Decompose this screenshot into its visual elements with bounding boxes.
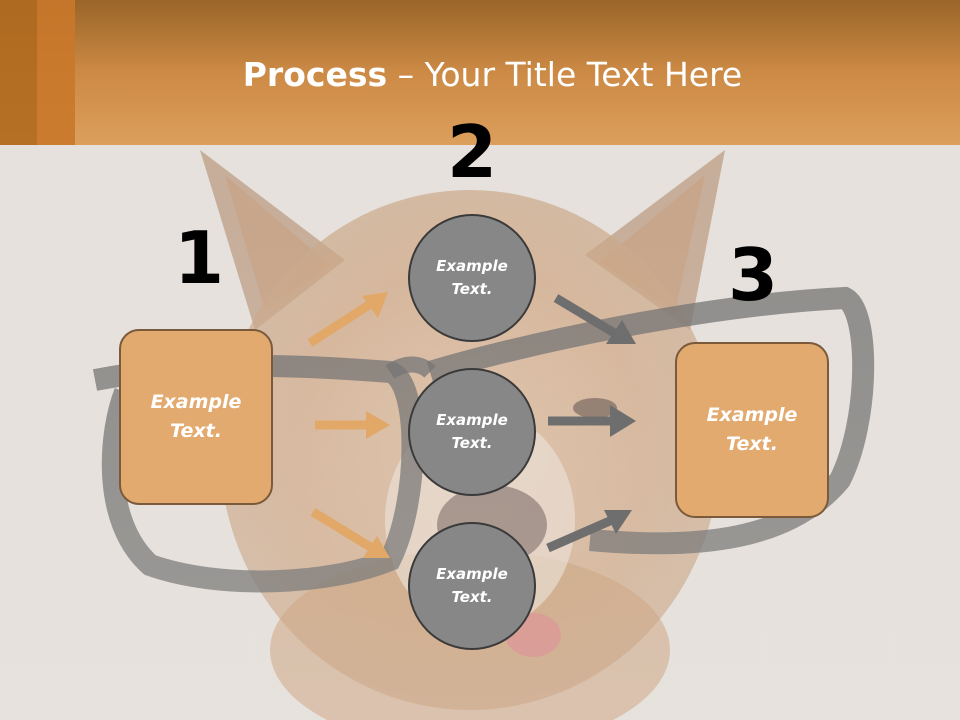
gray-arrow-up xyxy=(546,510,632,553)
orange-arrow-right xyxy=(315,411,390,439)
title-rest: – Your Title Text Here xyxy=(387,55,743,94)
step-3-text: Example Text. xyxy=(706,404,798,455)
step-1-text: Example Text. xyxy=(150,391,242,442)
step-2-text-middle: Example Text. xyxy=(436,411,508,452)
step-2-text-bottom: Example Text. xyxy=(436,565,508,606)
step-2-circle-bottom: Example Text. xyxy=(408,522,536,650)
slide-title: Process – Your Title Text Here xyxy=(0,55,960,95)
step-3-box: Example Text. xyxy=(675,342,829,518)
step-2-circle-middle: Example Text. xyxy=(408,368,536,496)
step-number-1: 1 xyxy=(173,216,225,300)
gray-arrow-right xyxy=(548,405,636,437)
step-1-box: Example Text. xyxy=(119,329,273,505)
orange-arrow-up xyxy=(307,292,388,347)
step-2-text-top: Example Text. xyxy=(436,257,508,298)
title-bar xyxy=(0,0,960,145)
step-number-2: 2 xyxy=(446,110,498,194)
title-bold: Process xyxy=(242,55,388,94)
gray-arrow-down xyxy=(553,294,636,344)
orange-arrow-down xyxy=(310,508,390,558)
step-number-3: 3 xyxy=(727,233,779,317)
step-2-circle-top: Example Text. xyxy=(408,214,536,342)
